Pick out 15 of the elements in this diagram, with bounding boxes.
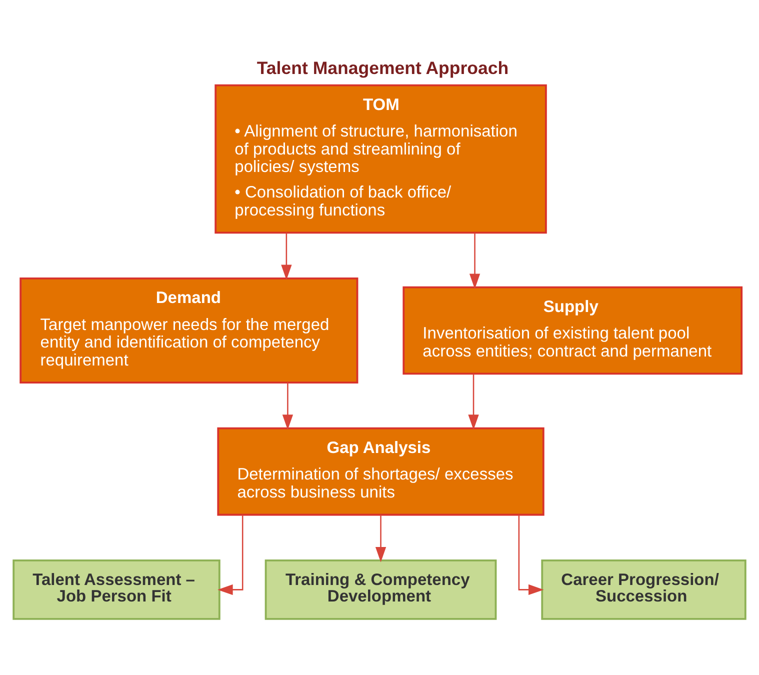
arrow [375,514,386,562]
arrow [468,374,479,430]
arrow [281,232,292,280]
arrow [218,514,244,596]
arrow [282,382,294,430]
node-box: TOM • Alignment of structure, harmonisation of products and streamlining of policies/ systems • Consolidation of back office/ processing functions [214,84,547,234]
node-box: Demand Target manpower needs for the merged entity and identification of competency requirement [20,277,358,384]
arrow [469,232,480,289]
diagram-title: Talent Management Approach [256,58,509,78]
node-box: Career Progression/ Succession [541,560,746,620]
node-box: Gap Analysis Determination of shortages/ excesses across business units [217,427,544,516]
node-box: Talent Assessment – Job Person Fit [12,560,220,620]
node-box: Supply Inventorisation of existing talent pool across entities; contract and permanent [402,286,743,375]
arrow [518,514,544,596]
node-box: Training & Competency Development [264,560,497,620]
